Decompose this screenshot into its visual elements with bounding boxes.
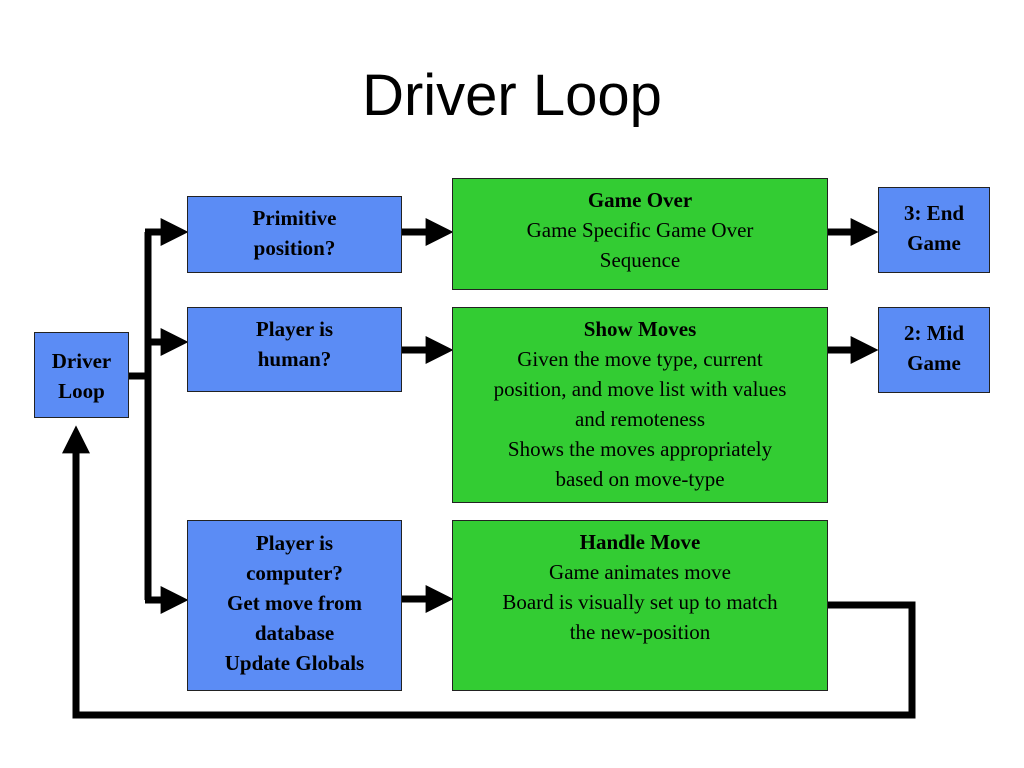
game-over-box: Game Over Game Specific Game Over Sequen… <box>452 178 828 290</box>
mid-game-line-1: 2: Mid <box>903 321 965 345</box>
show-moves-line-1: Given the move type, current <box>517 347 763 371</box>
loop-back-line <box>62 425 916 719</box>
show-moves-line-4: Shows the moves appropriately <box>507 437 773 461</box>
computer-line-5: Update Globals <box>224 651 365 675</box>
handle-move-heading: Handle Move <box>579 530 701 554</box>
computer-line-1: Player is <box>255 531 334 555</box>
show-moves-heading: Show Moves <box>583 317 697 341</box>
end-game-box: 3: End Game <box>878 187 990 273</box>
player-human-box: Player is human? <box>187 307 402 392</box>
show-moves-line-3: and remoteness <box>574 407 706 431</box>
show-moves-line-5: based on move-type <box>555 467 725 491</box>
driver-loop-box: Driver Loop <box>34 332 129 418</box>
show-moves-box: Show Moves Given the move type, current … <box>452 307 828 503</box>
mid-game-box: 2: Mid Game <box>878 307 990 393</box>
primitive-line-1: Primitive <box>252 206 337 230</box>
mid-game-line-2: Game <box>907 351 961 375</box>
handle-move-box: Handle Move Game animates move Board is … <box>452 520 828 691</box>
handle-move-line-2: Board is visually set up to match <box>502 590 778 614</box>
handle-move-line-3: the new-position <box>569 620 711 644</box>
trunk-line <box>128 232 152 600</box>
human-line-2: human? <box>257 347 332 371</box>
end-game-line-2: Game <box>907 231 961 255</box>
primitive-position-box: Primitive position? <box>187 196 402 273</box>
show-moves-line-2: position, and move list with values <box>493 377 787 401</box>
end-game-line-1: 3: End <box>903 201 965 225</box>
computer-line-2: computer? <box>246 561 343 585</box>
game-over-line-1: Game Specific Game Over <box>526 218 754 242</box>
game-over-line-2: Sequence <box>599 248 681 272</box>
player-computer-box: Player is computer? Get move from databa… <box>187 520 402 691</box>
human-line-1: Player is <box>255 317 334 341</box>
computer-line-3: Get move from <box>227 591 362 615</box>
handle-move-line-1: Game animates move <box>549 560 731 584</box>
primitive-line-2: position? <box>253 236 336 260</box>
driver-loop-line-1: Driver <box>51 349 112 373</box>
computer-line-4: database <box>254 621 335 645</box>
game-over-heading: Game Over <box>587 188 693 212</box>
driver-loop-line-2: Loop <box>58 379 105 403</box>
page-title: Driver Loop <box>362 63 662 128</box>
